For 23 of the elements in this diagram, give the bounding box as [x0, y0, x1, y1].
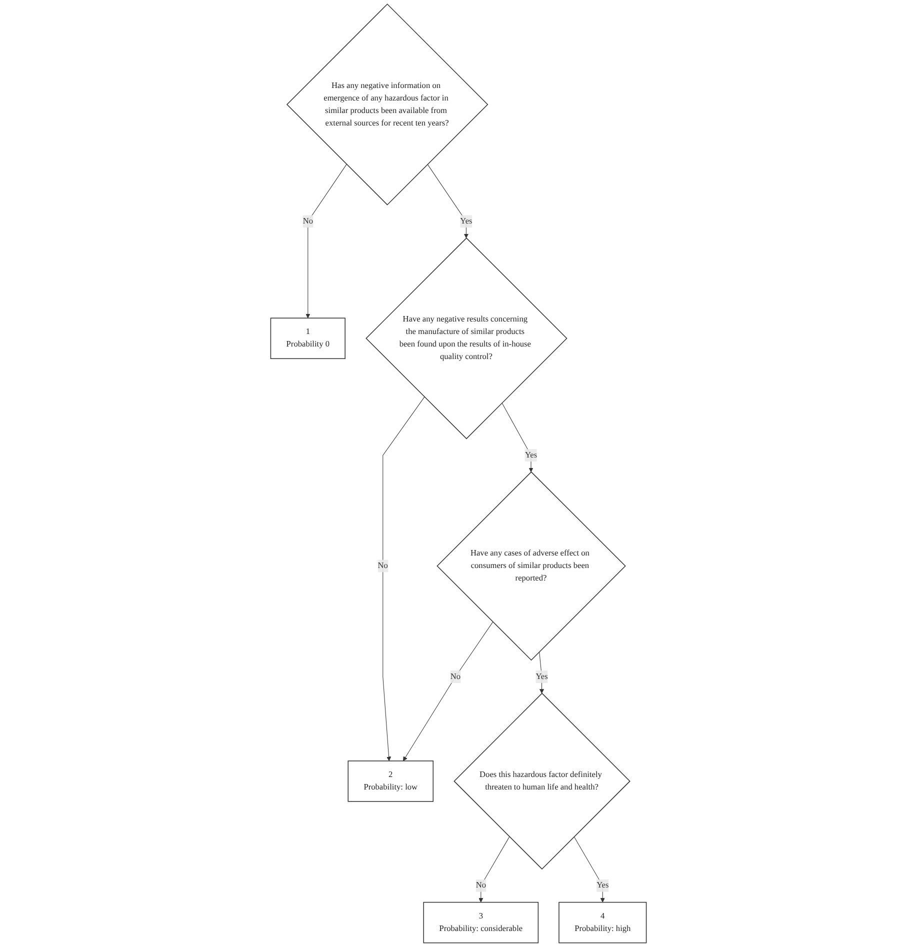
arrow	[382, 396, 425, 762]
node-box: 3 Probability: considerable	[423, 902, 539, 944]
arrow	[478, 836, 510, 902]
arrow	[427, 164, 468, 238]
node-diamond: Does this hazardous factor definitely threaten to human life and health?	[454, 692, 630, 870]
node-diamond: Has any negative information on emergence of any hazardous factor in similar products been available from external sources for recent ten years?	[286, 4, 488, 206]
arrow	[403, 622, 494, 762]
arrow	[306, 164, 347, 318]
node-box: 4 Probability: high	[558, 902, 647, 944]
node-diamond: Have any negative results concerning the manufacture of similar products been found upon the results of in-house quality control?	[366, 238, 568, 440]
arrow	[574, 836, 605, 902]
edge-label: Yes	[460, 216, 472, 226]
edge-label: Yes	[596, 880, 609, 890]
node-box: 2 Probability: low	[348, 760, 434, 802]
edge-label: No	[378, 561, 388, 570]
edge-label: No	[450, 672, 461, 681]
arrow	[502, 402, 534, 472]
edge-label: Yes	[524, 450, 538, 460]
node-box: 1 Probability 0	[270, 318, 346, 360]
edge-label: Yes	[536, 672, 548, 681]
edge-label: No	[476, 880, 486, 890]
edge-label: No	[302, 216, 313, 226]
node-diamond: Have any cases of adverse effect on consumers of similar products been reported?	[436, 471, 626, 661]
